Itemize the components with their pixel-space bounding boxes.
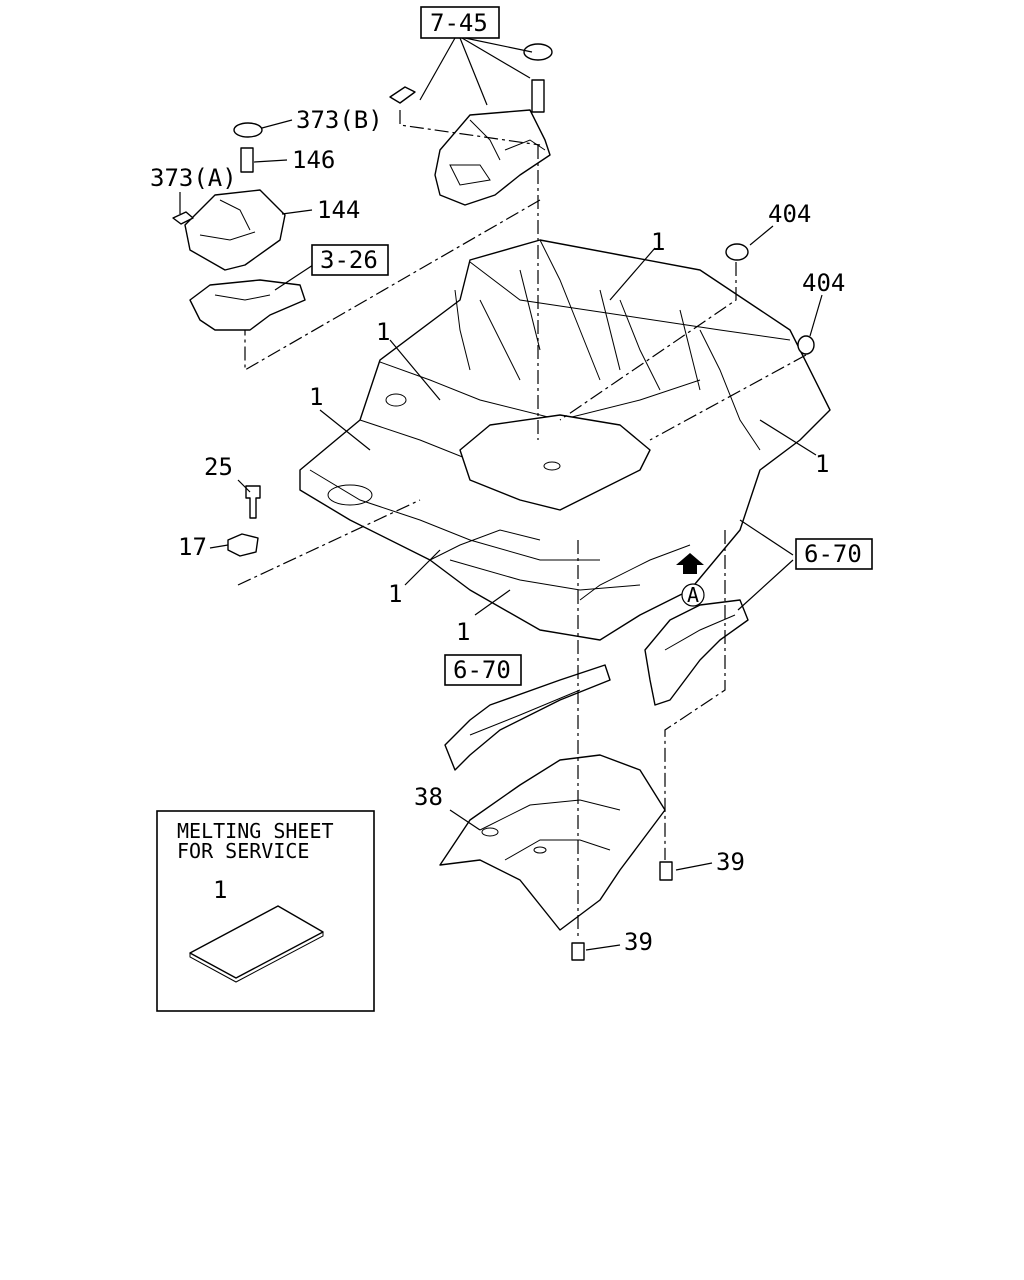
rail-ref-left-box[interactable]	[444, 654, 522, 686]
panel-38	[439, 754, 673, 961]
view-marker-circle	[681, 583, 705, 607]
bolt-146-label: 146	[292, 146, 335, 174]
rail-ref-right-label: 6-70	[804, 540, 862, 568]
clip-39-bottom-label: 39	[624, 928, 653, 956]
bolt-25-label: 25	[204, 453, 233, 481]
cap-a-label: 373(A)	[150, 164, 237, 192]
rail-ref-right-box[interactable]	[795, 538, 873, 570]
bolt-146-part	[240, 147, 254, 173]
shifter-assembly	[172, 122, 306, 331]
inset-title-line2: FOR SERVICE	[177, 839, 309, 863]
plug-404-top-part	[725, 243, 749, 261]
console-cap-part	[389, 86, 416, 104]
sheet-1-rear-label: 1	[651, 228, 665, 256]
console-screw-part	[531, 79, 545, 113]
plug-404-side-part	[797, 335, 815, 355]
sheet-1-right-label: 1	[815, 450, 829, 478]
bracket-17-part	[227, 533, 259, 557]
cover-144-label: 144	[317, 196, 360, 224]
inset-frame	[156, 810, 375, 1012]
plug-404-side-label: 404	[802, 269, 845, 297]
clip-39-bottom-part	[571, 942, 585, 961]
side-rail-right	[644, 599, 749, 706]
sheet-1-left-label: 1	[309, 383, 323, 411]
bracket-assembly	[227, 485, 261, 557]
melting-sheet-inset: MELTING SHEET FOR SERVICE 1	[156, 810, 375, 1012]
clip-39-right-label: 39	[716, 848, 745, 876]
side-rail-left	[444, 664, 611, 771]
panel-38-label: 38	[414, 783, 443, 811]
bolt-25-part	[245, 485, 261, 519]
cap-a-part	[172, 211, 194, 225]
console-ref-box[interactable]	[420, 6, 500, 39]
floor-pan-assembly	[299, 239, 831, 641]
cap-b-part	[233, 122, 263, 138]
cap-b-label: 373(B)	[296, 106, 383, 134]
rail-ref-left-label: 6-70	[453, 656, 511, 684]
plug-404-top-label: 404	[768, 200, 811, 228]
view-arrow-icon	[676, 553, 704, 574]
sheet-1-tunnel-label: 1	[376, 318, 390, 346]
alignment-lines	[237, 110, 807, 940]
bracket-17-label: 17	[178, 533, 207, 561]
leader-lines	[179, 37, 823, 951]
clip-39-right-part	[659, 861, 673, 881]
shifter-ref-box[interactable]	[311, 244, 389, 276]
sheet-1-front-left-label: 1	[388, 580, 402, 608]
view-marker-label: A	[687, 583, 699, 607]
sheet-1-front-label: 1	[456, 618, 470, 646]
shifter-ref-label: 3-26	[320, 246, 378, 274]
console-ref-label: 7-45	[430, 9, 488, 37]
inset-part-label: 1	[213, 876, 227, 904]
console-plug-part	[523, 43, 553, 61]
console-assembly	[389, 43, 553, 206]
inset-title-line1: MELTING SHEET	[177, 819, 334, 843]
